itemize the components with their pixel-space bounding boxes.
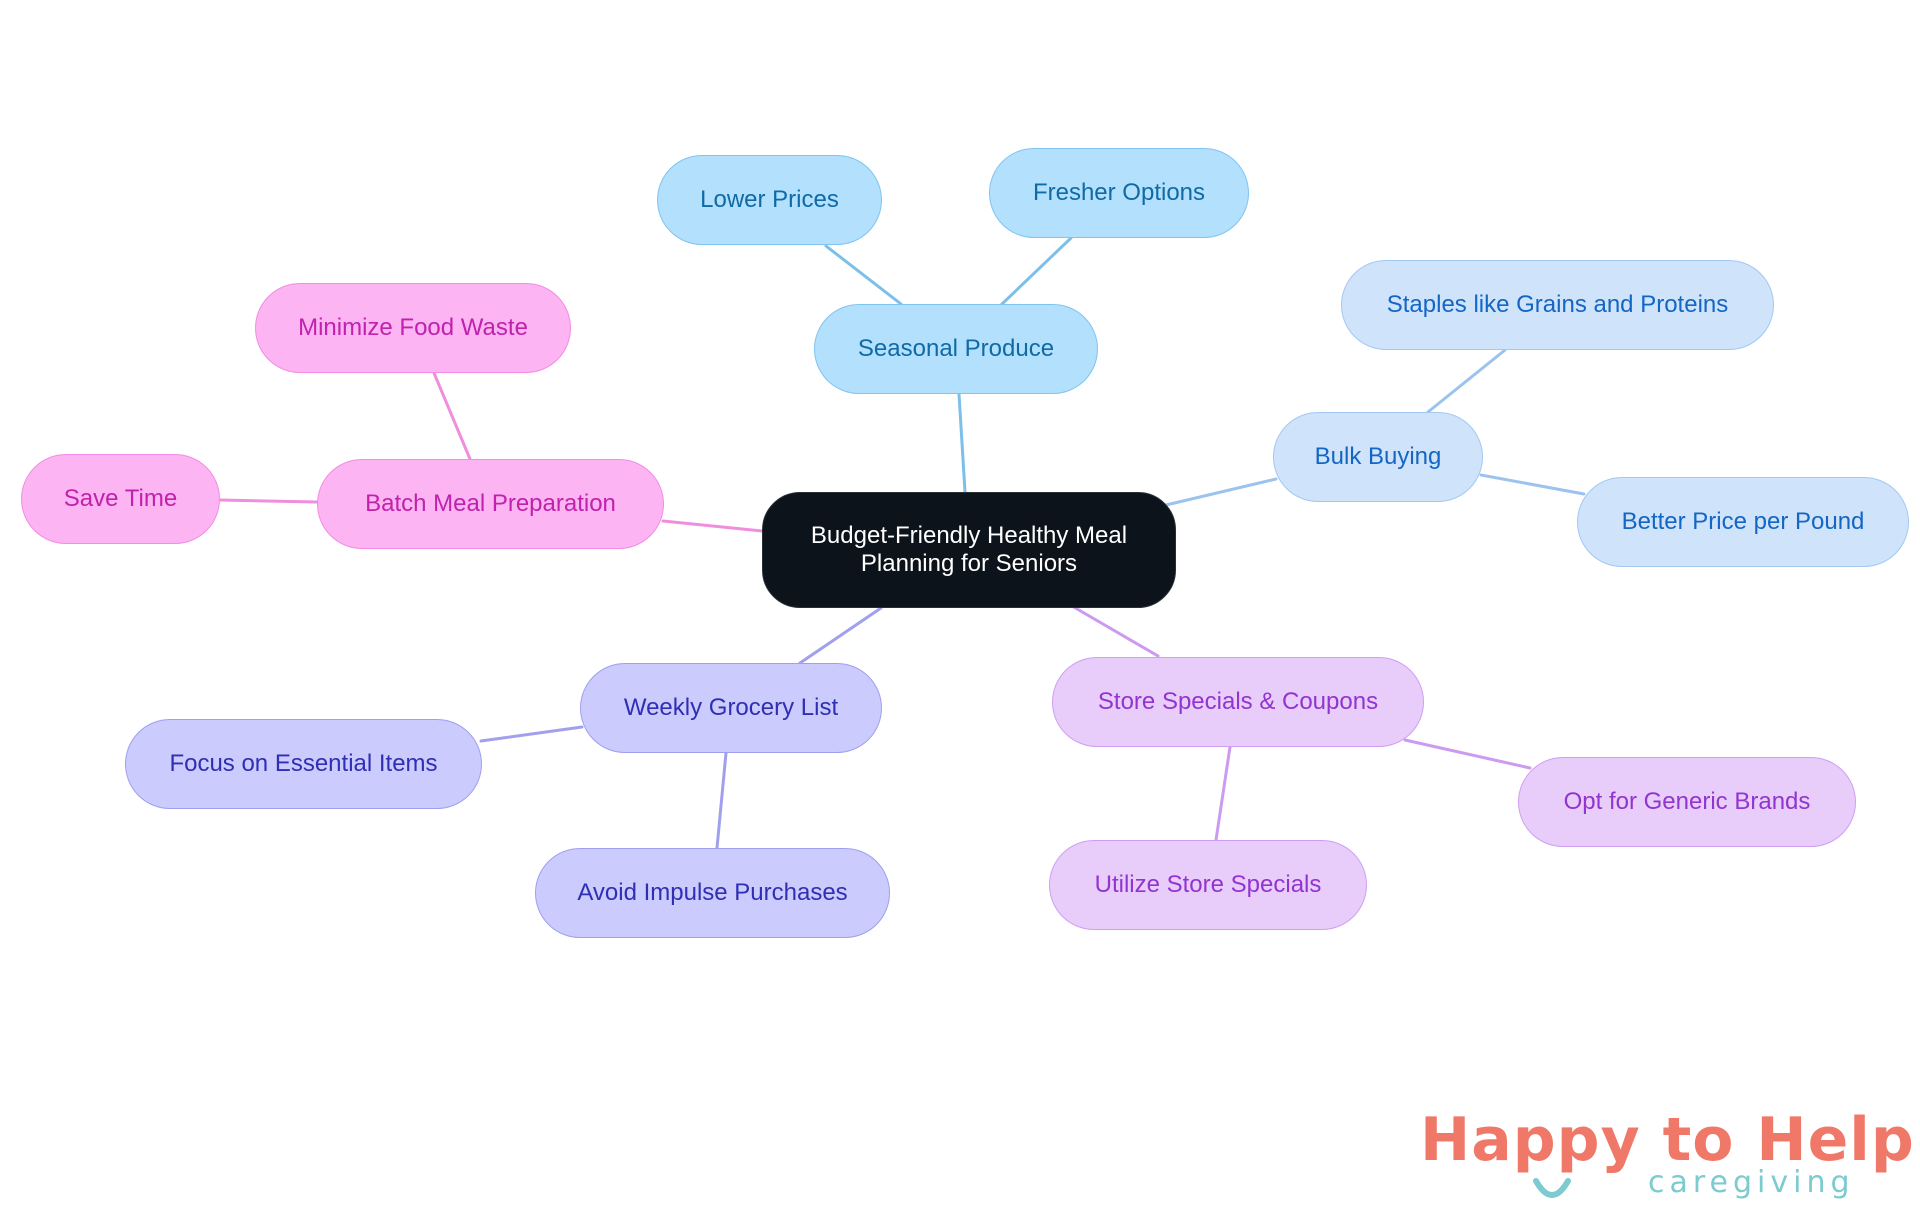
node-label: Weekly Grocery List	[623, 694, 839, 721]
node-root: Budget-Friendly Healthy Meal Planning fo…	[762, 492, 1176, 608]
node-label: Minimize Food Waste	[298, 314, 528, 341]
node-weekly: Weekly Grocery List	[580, 663, 882, 753]
node-store-1: Opt for Generic Brands	[1518, 757, 1856, 847]
node-seasonal-2: Fresher Options	[989, 148, 1249, 238]
connector-weekly-2	[715, 751, 728, 850]
node-batch: Batch Meal Preparation	[317, 459, 664, 549]
connector-root-store	[1070, 604, 1160, 658]
connector-root-seasonal	[957, 392, 967, 494]
node-label: Seasonal Produce	[857, 335, 1055, 362]
node-label: Utilize Store Specials	[1094, 871, 1322, 898]
connector-batch-1	[432, 371, 472, 461]
connector-batch-2	[218, 498, 319, 504]
connector-seasonal-1	[824, 244, 903, 306]
connector-root-weekly	[798, 606, 883, 665]
node-label: Better Price per Pound	[1621, 508, 1865, 535]
node-label: Opt for Generic Brands	[1563, 788, 1811, 815]
connector-store-1	[1403, 738, 1532, 770]
node-weekly-1: Focus on Essential Items	[125, 719, 482, 809]
node-label: Store Specials & Coupons	[1097, 688, 1379, 715]
node-label: Focus on Essential Items	[169, 750, 438, 777]
node-label: Avoid Impulse Purchases	[577, 879, 848, 906]
connector-bulk-1	[1426, 348, 1507, 414]
node-seasonal-1: Lower Prices	[657, 155, 882, 245]
connector-seasonal-2	[1000, 236, 1073, 306]
node-batch-1: Minimize Food Waste	[255, 283, 571, 373]
node-label: Save Time	[63, 485, 178, 512]
node-store: Store Specials & Coupons	[1052, 657, 1424, 747]
node-store-2: Utilize Store Specials	[1049, 840, 1367, 930]
node-label: Lower Prices	[700, 186, 839, 213]
node-batch-2: Save Time	[21, 454, 220, 544]
node-weekly-2: Avoid Impulse Purchases	[535, 848, 890, 938]
node-label: Bulk Buying	[1314, 443, 1442, 470]
connector-lines	[218, 236, 1586, 850]
connector-bulk-2	[1479, 473, 1586, 496]
connector-weekly-1	[479, 725, 584, 743]
node-label: Batch Meal Preparation	[365, 490, 616, 517]
logo-tagline: caregiving	[1648, 1165, 1855, 1200]
node-bulk: Bulk Buying	[1273, 412, 1483, 502]
logo-name: Happy to Help	[1420, 1105, 1915, 1175]
node-bulk-2: Better Price per Pound	[1577, 477, 1909, 567]
connector-store-2	[1214, 745, 1232, 842]
connector-root-batch	[661, 519, 764, 533]
connector-root-bulk	[1164, 477, 1278, 507]
smile-icon	[1533, 1178, 1571, 1198]
logo-wordmark: Happy to Help	[1420, 1105, 1915, 1175]
happy-to-help-logo: Happy to Help caregiving	[1420, 1105, 1914, 1205]
node-seasonal: Seasonal Produce	[814, 304, 1098, 394]
node-label: Staples like Grains and Proteins	[1386, 291, 1729, 318]
node-label: Budget-Friendly Healthy Meal Planning fo…	[810, 522, 1128, 577]
node-bulk-1: Staples like Grains and Proteins	[1341, 260, 1774, 350]
node-label: Fresher Options	[1032, 179, 1206, 206]
